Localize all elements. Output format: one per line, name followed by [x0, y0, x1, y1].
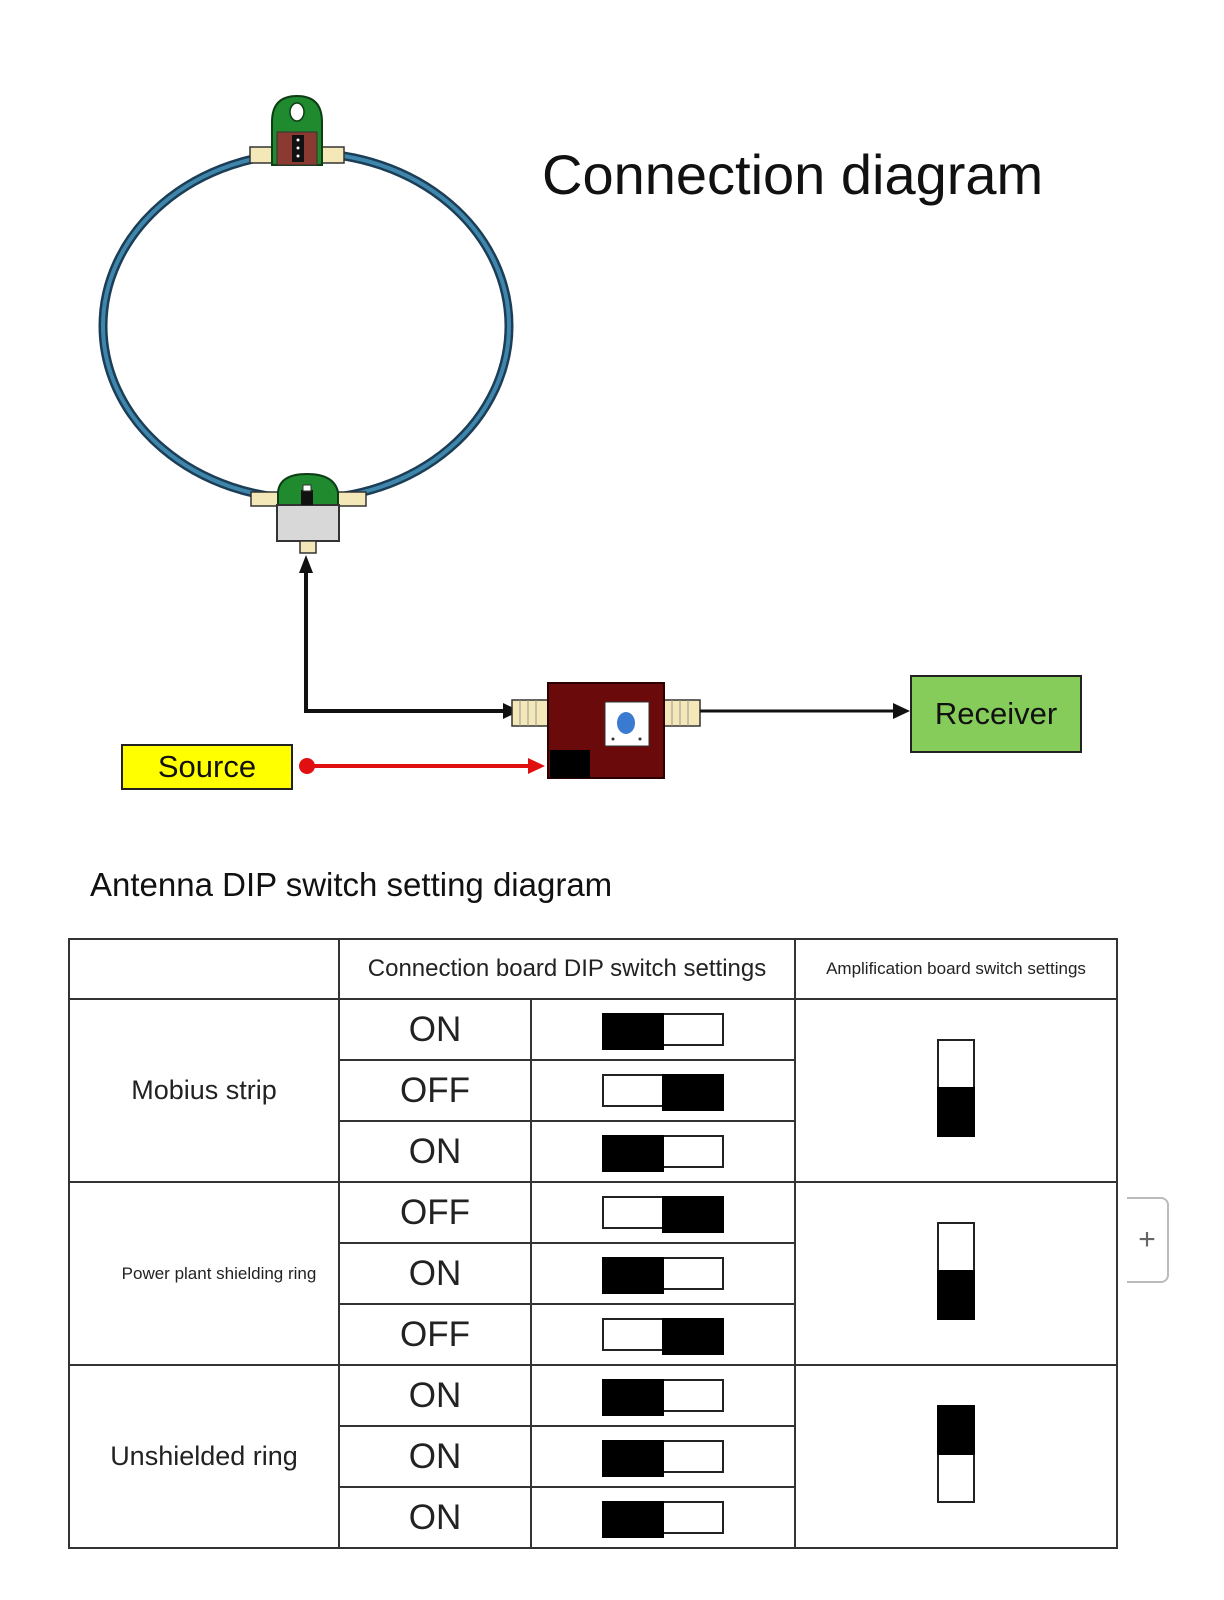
dip-switch-cell: [530, 1303, 796, 1366]
dip-switch-cell: [530, 1486, 796, 1549]
add-tab-button[interactable]: +: [1127, 1197, 1169, 1283]
output-line: [700, 703, 910, 719]
dip-switch-icon: [602, 1074, 724, 1111]
source-arrow: [299, 758, 545, 774]
dip-table-title: Antenna DIP switch setting diagram: [90, 866, 613, 903]
amplification-switch-cell: [794, 1364, 1118, 1549]
amplification-switch-icon: [937, 1222, 975, 1320]
switch-state-label: OFF: [338, 1303, 532, 1366]
dip-switch-icon: [602, 1196, 724, 1233]
amplification-switch-cell: [794, 1181, 1118, 1366]
table-header-row: Connection board DIP switch settings Amp…: [68, 938, 1118, 1000]
switch-state-label: ON: [338, 1486, 532, 1549]
source-box: Source: [121, 744, 293, 790]
dip-switch-cell: [530, 1364, 796, 1427]
dip-switch-icon: [602, 1135, 724, 1172]
switch-state-label: OFF: [338, 1059, 532, 1122]
table-row: OFF: [69, 1303, 1117, 1366]
amplification-switch-icon: [937, 1039, 975, 1137]
dip-switch-cell: [530, 1242, 796, 1305]
table-row: ON: [69, 1242, 1117, 1305]
amplifier-board: [511, 682, 701, 779]
receiver-box: Receiver: [910, 675, 1082, 753]
dip-switch-cell: [530, 1425, 796, 1488]
dip-switch-icon: [602, 1318, 724, 1355]
dip-switch-cell: [530, 998, 796, 1061]
top-connection-board: [249, 94, 345, 166]
switch-state-label: ON: [338, 998, 532, 1061]
dip-switch-table: Connection board DIP switch settings Amp…: [68, 938, 1118, 1549]
dip-switch-cell: [530, 1181, 796, 1244]
table-row: ON: [69, 1425, 1117, 1488]
dip-switch-cell: [530, 1120, 796, 1183]
connection-diagram: [98, 94, 910, 779]
mode-label: Unshielded ring: [68, 1364, 340, 1549]
amplification-switch-icon: [937, 1405, 975, 1503]
header-connection-board: Connection board DIP switch settings: [338, 938, 796, 1000]
switch-state-label: ON: [338, 1120, 532, 1183]
mode-label: Mobius strip: [68, 998, 340, 1183]
dip-switch-icon: [602, 1257, 724, 1294]
coax-line: [299, 555, 520, 719]
header-blank-cell: [68, 938, 340, 1000]
bottom-connection-board: [250, 472, 367, 554]
switch-state-label: ON: [338, 1242, 532, 1305]
mode-label: Power plant shielding ring: [68, 1181, 340, 1366]
header-amplification-board: Amplification board switch settings: [794, 938, 1118, 1000]
dip-switch-icon: [602, 1379, 724, 1416]
dip-switch-icon: [602, 1013, 724, 1050]
dip-switch-icon: [602, 1501, 724, 1538]
table-row: OFF: [69, 1059, 1117, 1122]
table-row: ON: [69, 1120, 1117, 1183]
dip-switch-icon: [602, 1440, 724, 1477]
switch-state-label: OFF: [338, 1181, 532, 1244]
amplification-switch-cell: [794, 998, 1118, 1183]
dip-switch-cell: [530, 1059, 796, 1122]
switch-state-label: ON: [338, 1364, 532, 1427]
diagram-title: Connection diagram: [542, 143, 1044, 206]
table-row: ON: [69, 1486, 1117, 1549]
switch-state-label: ON: [338, 1425, 532, 1488]
